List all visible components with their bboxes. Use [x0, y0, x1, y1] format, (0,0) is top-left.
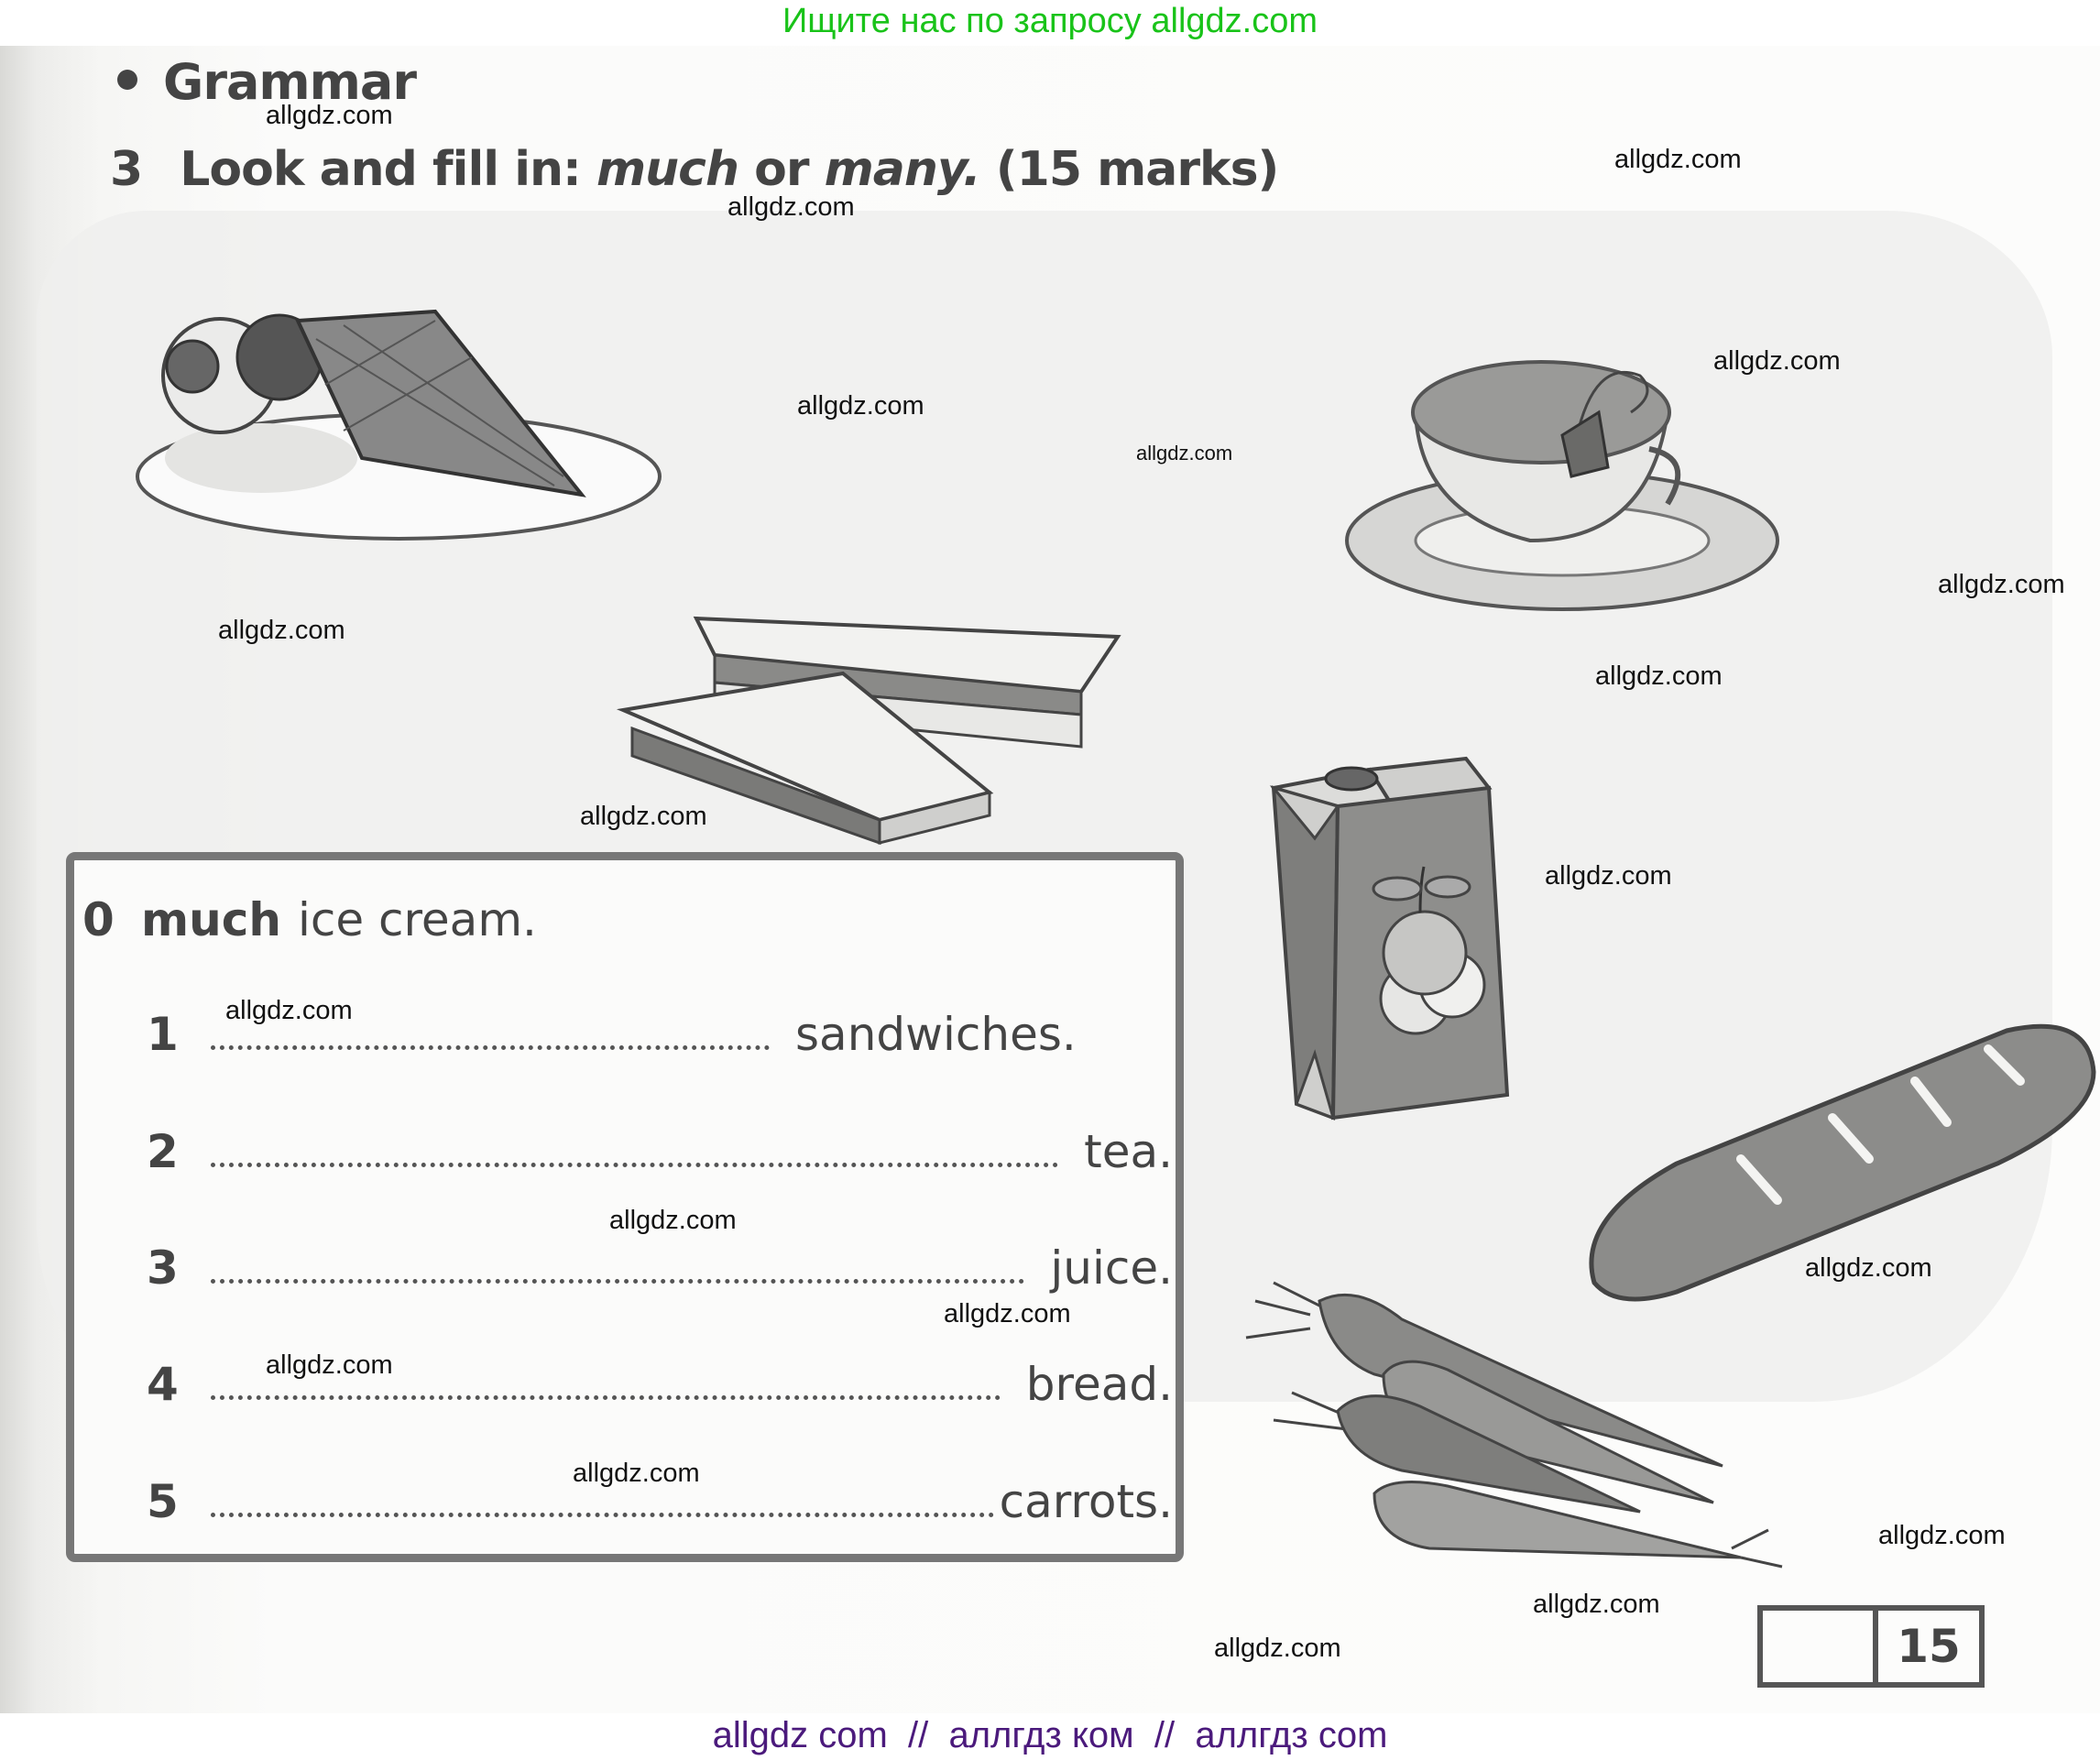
- item-noun: carrots.: [999, 1475, 1173, 1528]
- watermark: allgdz.com: [1545, 861, 1672, 891]
- watermark: allgdz.com: [1938, 570, 2065, 599]
- watermark: allgdz.com: [1805, 1253, 1932, 1283]
- answer-blank-2[interactable]: [211, 1130, 1059, 1167]
- tea-cup-icon: [1345, 360, 1779, 611]
- watermark: allgdz.com: [266, 1350, 393, 1380]
- bread-icon: [1589, 1023, 2096, 1302]
- answer-blank-3[interactable]: [211, 1246, 1025, 1284]
- score-total: 15: [1897, 1620, 1961, 1673]
- section-title-text: Grammar: [163, 53, 417, 111]
- task-number: 3: [110, 142, 143, 197]
- watermark: allgdz.com: [266, 101, 393, 130]
- word-many: many.: [824, 142, 981, 197]
- example-answer: much: [141, 893, 281, 946]
- item-noun: sandwiches.: [795, 1008, 1077, 1061]
- exercise-item-4: 4 bread.: [147, 1358, 1173, 1413]
- item-number: 4: [147, 1358, 179, 1411]
- answer-blank-5[interactable]: [211, 1480, 994, 1517]
- task-instruction: 3 Look and fill in: much or many. (15 ma…: [110, 142, 1279, 197]
- watermark: allgdz.com: [797, 391, 924, 421]
- item-number: 1: [147, 1008, 179, 1061]
- watermark: allgdz.com: [573, 1459, 700, 1488]
- site-banner: Ищите нас по запросу allgdz.com: [782, 2, 1318, 40]
- watermark: allgdz.com: [609, 1206, 737, 1235]
- watermark: allgdz.com: [1713, 346, 1841, 376]
- ice-cream-icon: [136, 309, 662, 541]
- item-number: 0: [82, 893, 115, 946]
- word-much: much: [596, 142, 739, 197]
- answer-blank-1[interactable]: [211, 1012, 770, 1050]
- score-obtained-field[interactable]: [1763, 1611, 1878, 1682]
- item-number: 2: [147, 1125, 179, 1178]
- task-marks: (15 marks): [995, 142, 1279, 197]
- site-footer: allgdz com // аллгдз ком // аллгдз com: [712, 1715, 1388, 1755]
- watermark: allgdz.com: [1533, 1590, 1660, 1619]
- exercise-item-5: 5 carrots.: [147, 1475, 1173, 1530]
- watermark: allgdz.com: [225, 996, 353, 1025]
- sandwiches-icon: [616, 616, 1121, 846]
- item-number: 5: [147, 1475, 179, 1528]
- watermark: allgdz.com: [1614, 145, 1742, 174]
- watermark: allgdz.com: [1136, 442, 1233, 465]
- watermark: allgdz.com: [218, 616, 345, 645]
- answer-blank-4[interactable]: [211, 1362, 1001, 1400]
- carrots-icon: [1245, 1281, 1783, 1569]
- watermark: allgdz.com: [1214, 1634, 1341, 1663]
- watermark: allgdz.com: [727, 192, 855, 222]
- exercise-item-3: 3 juice.: [147, 1241, 1173, 1296]
- exercise-item-1: 1 sandwiches.: [147, 1008, 1173, 1063]
- watermark: allgdz.com: [944, 1299, 1071, 1328]
- section-title: Grammar: [163, 53, 417, 111]
- item-noun: bread.: [1025, 1358, 1173, 1411]
- instruction-connector: or: [754, 142, 809, 197]
- item-noun: ice cream.: [297, 893, 537, 946]
- instruction-prefix: Look and fill in:: [180, 142, 582, 197]
- juice-carton-icon: [1269, 756, 1510, 1120]
- bullet-icon: [117, 70, 137, 90]
- watermark: allgdz.com: [580, 802, 707, 831]
- watermark: allgdz.com: [1878, 1521, 2006, 1550]
- item-noun: juice.: [1050, 1241, 1173, 1295]
- item-number: 3: [147, 1241, 179, 1295]
- item-noun: tea.: [1084, 1125, 1173, 1178]
- score-box: 15: [1757, 1605, 1985, 1688]
- exercise-box: [66, 852, 1184, 1562]
- exercise-item-0: 0 much ice cream.: [82, 893, 1109, 948]
- exercise-item-2: 2 tea.: [147, 1125, 1173, 1180]
- watermark: allgdz.com: [1595, 661, 1723, 691]
